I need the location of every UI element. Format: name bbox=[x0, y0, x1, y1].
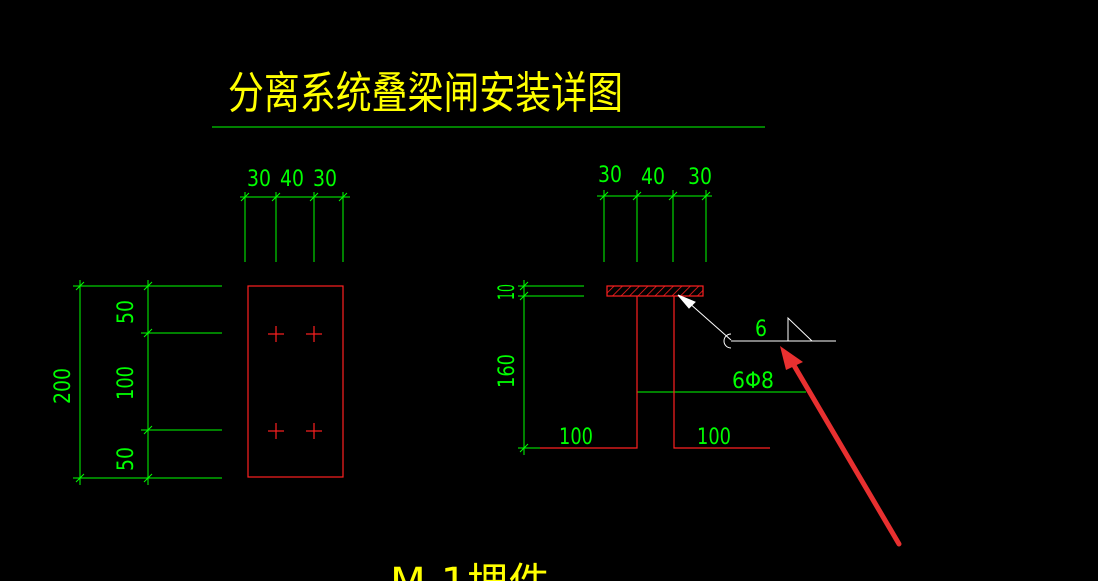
weld-symbol bbox=[677, 294, 836, 349]
left-dim-seg-1: 50 bbox=[114, 300, 139, 324]
bolt-hole bbox=[306, 423, 322, 439]
right-dim-left-1: 10 bbox=[495, 284, 520, 300]
left-dim-total: 200 bbox=[51, 368, 76, 404]
left-detail bbox=[73, 192, 350, 485]
hatched-plate bbox=[606, 285, 704, 297]
drawing-title: 分离系统叠梁闸安装详图 bbox=[228, 68, 623, 119]
left-dim-top-1: 30 bbox=[247, 167, 271, 192]
right-dim-top-2: 40 bbox=[641, 165, 665, 190]
left-leg bbox=[540, 296, 638, 449]
flange-width-right: 100 bbox=[697, 425, 731, 450]
bolt-hole bbox=[268, 423, 284, 439]
weld-size-label: 6 bbox=[755, 317, 767, 342]
right-dim-top-1: 30 bbox=[598, 163, 622, 188]
flange-width-left: 100 bbox=[559, 425, 593, 450]
right-detail bbox=[518, 190, 806, 455]
bolt-hole bbox=[306, 326, 322, 342]
bolt-hole bbox=[268, 326, 284, 342]
embedded-section bbox=[540, 285, 770, 449]
rebar-callout-label: 6Φ8 bbox=[732, 369, 774, 394]
left-dim-seg-2: 100 bbox=[114, 366, 139, 400]
left-dim-seg-3: 50 bbox=[114, 447, 139, 471]
right-dim-top-3: 30 bbox=[688, 165, 712, 190]
right-dim-left-2: 160 bbox=[495, 354, 520, 388]
bottom-part-label: M-1埋件 bbox=[390, 560, 550, 581]
plate-outline bbox=[247, 285, 344, 478]
left-dim-top-2: 40 bbox=[280, 167, 304, 192]
right-leg bbox=[673, 296, 770, 449]
red-pointer-arrow bbox=[780, 346, 902, 547]
bolt-holes bbox=[268, 326, 322, 439]
left-dim-top-3: 30 bbox=[313, 167, 337, 192]
